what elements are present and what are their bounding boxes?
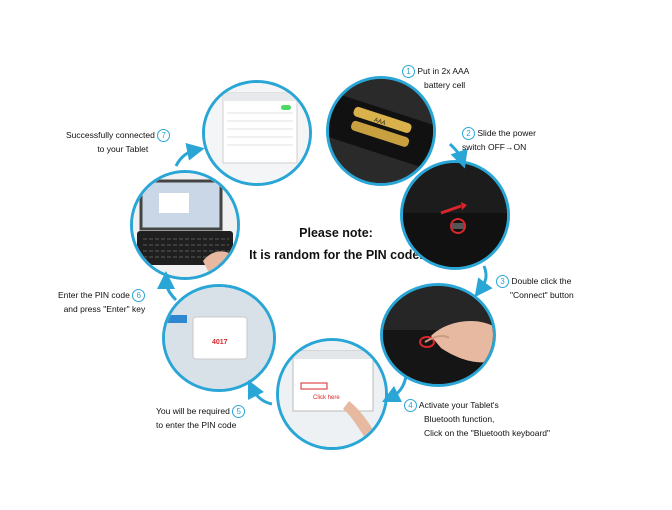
connect-button-circle (380, 283, 496, 387)
note-title: Please note: (299, 226, 373, 240)
step-6-label: Enter the PIN code 6 and press "Enter" k… (58, 288, 146, 316)
step-1-number: 1 (402, 65, 415, 79)
step-3-label: 3 Double click the "Connect" button (496, 274, 574, 302)
note-subtitle: It is random for the PIN code. (249, 248, 423, 262)
battery-illustration: AAA (329, 79, 433, 183)
step-5-label: You will be required 5 to enter the PIN … (156, 404, 246, 432)
power-switch-circle (400, 160, 510, 270)
slide-arrow-icon (461, 202, 467, 210)
arrow-3-to-4 (381, 375, 408, 403)
arrow-1-to-2 (448, 142, 468, 169)
step-6-line2: and press "Enter" key (63, 304, 146, 315)
battery-label: AAA (373, 117, 386, 126)
pin-dialog-illustration: 4017 (165, 287, 273, 389)
step-1-line2: battery cell (424, 80, 466, 91)
step-4-line1: Activate your Tablet's (418, 400, 499, 410)
step-1-label: 1 Put in 2x AAA battery cell (402, 64, 469, 92)
battery-circle: AAA (326, 76, 436, 186)
step-2-line2: switch OFF→ON (462, 142, 527, 153)
keyboard-tablet-circle (130, 170, 240, 280)
step-2-line1: Slide the power (477, 128, 536, 138)
step-3-number: 3 (496, 275, 509, 289)
step-4-line3: Click on the "Bluetooth keyboard" (424, 428, 551, 439)
step-5-line2: to enter the PIN code (156, 420, 237, 431)
pin-dialog-circle: 4017 (162, 284, 276, 392)
connected-settings-illustration (205, 83, 309, 183)
step-7-number: 7 (157, 129, 171, 143)
finger-icon (431, 321, 493, 363)
step-2-number: 2 (462, 127, 475, 141)
step-4-line2: Bluetooth function, (424, 414, 495, 425)
step-7-line1: Successfully connected (66, 130, 155, 140)
power-switch (451, 223, 465, 229)
step-1-line1: Put in 2x AAA (417, 66, 470, 76)
step-7-line2: to your Tablet (97, 144, 149, 155)
bluetooth-settings-illustration: Click here (279, 341, 385, 447)
step-4-label: 4 Activate your Tablet's Bluetooth funct… (404, 398, 550, 440)
keyboard-tablet-illustration (133, 173, 237, 277)
arrow-2-to-3 (474, 265, 493, 298)
step-3-line2: "Connect" button (510, 290, 574, 301)
step-7-label: Successfully connected 7 to your Tablet (66, 128, 171, 156)
bluetooth-toggle (281, 105, 291, 110)
pin-value: 4017 (212, 339, 228, 346)
arrow-4-to-5 (247, 379, 273, 406)
connected-settings-circle (202, 80, 312, 186)
step-4-number: 4 (404, 399, 417, 413)
click-here-label: Click here (313, 395, 340, 401)
step-6-number: 6 (132, 289, 146, 303)
arrow-5-to-6 (157, 271, 178, 302)
step-5-line1: You will be required (156, 406, 230, 416)
pointing-hand-icon (343, 401, 377, 441)
step-5-number: 5 (232, 405, 246, 419)
step-3-line1: Double click the (511, 276, 572, 286)
step-2-label: 2 Slide the power switch OFF→ON (462, 126, 536, 154)
arrow-6-to-7 (174, 142, 205, 167)
step-6-line1: Enter the PIN code (58, 290, 130, 300)
